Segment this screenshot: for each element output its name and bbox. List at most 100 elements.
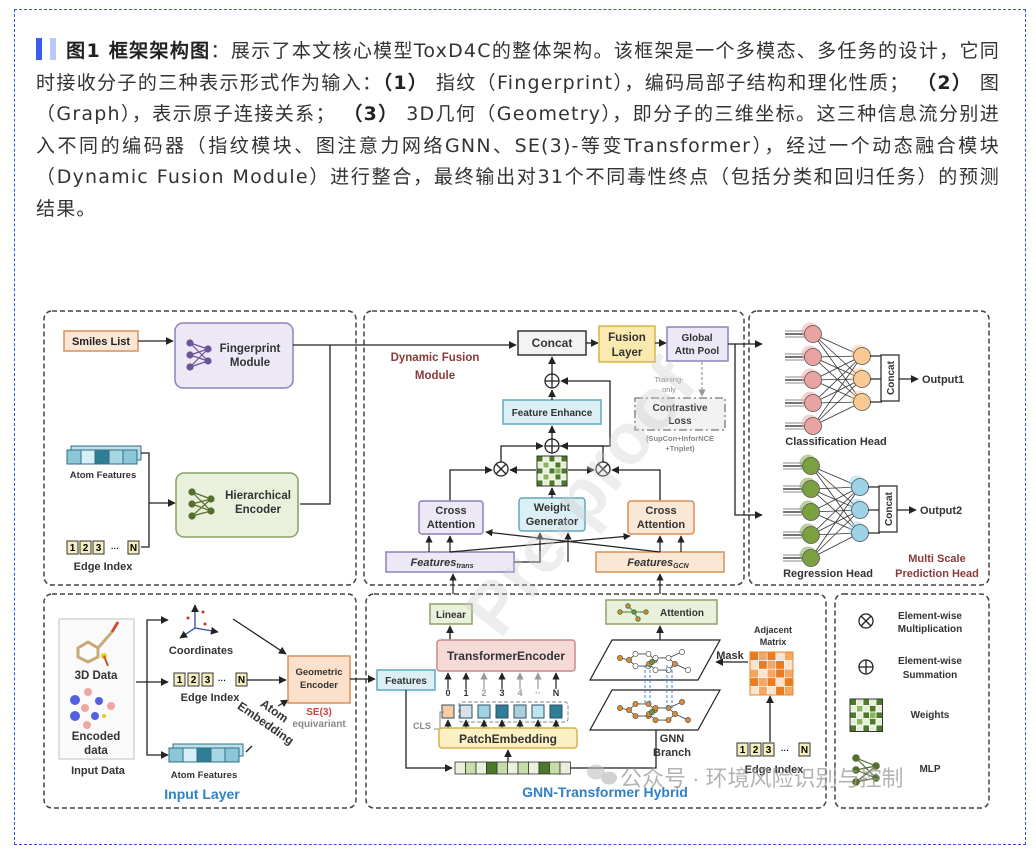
neuron [804,371,822,389]
svg-text:3: 3 [205,675,211,686]
caption-text-4: 3D几何（Geometry），即分子的三维坐标。这三种信息流分别进入不同的编码器… [36,103,1001,220]
svg-text:Featurestrans: Featurestrans [411,557,474,570]
features-box: Features [376,669,436,691]
patch-cell [559,761,571,775]
weight-cell [542,461,550,469]
svg-text:data: data [84,745,108,757]
concat-box: Concat [517,330,587,356]
legend-mlp-label: MLP [919,764,940,775]
connection [812,355,863,381]
atom [626,657,632,663]
atom [652,704,659,711]
input-data-label: Input Data [71,765,126,777]
atom-features-strip [66,445,142,465]
atom [652,717,659,724]
caption-num-3: （3） [343,103,399,125]
patch-cell [528,761,540,775]
caption-accent-bar-light [50,38,56,60]
patch-cell [496,761,508,775]
atom-features-strip-input [168,743,244,763]
svg-text:2: 2 [753,745,759,756]
legend-panel [834,593,990,809]
caption-text-2: 指纹（Fingerprint），编码局部子结构和理化性质； [435,71,910,94]
svg-text:Generator: Generator [526,516,579,528]
svg-text:TransformerEncoder: TransformerEncoder [447,649,565,663]
legend-mlp-icon [852,754,880,786]
svg-text:Loss: Loss [668,416,692,427]
atom [645,650,652,657]
weight-cell [849,718,857,726]
matrix-cell [758,677,768,687]
patch-cell [517,761,529,775]
patch-cell [465,761,477,775]
matrix-cell [766,668,777,679]
wechat-icon [587,764,617,785]
adjacent-matrix-label: Adjacent [754,625,792,635]
patch-cell [538,761,550,775]
mlp-icon [186,339,212,371]
neuron [802,503,820,521]
svg-text:···: ··· [111,544,119,553]
legend-weights-label: Weights [911,710,950,721]
svg-text:Features: Features [385,676,427,687]
weight-cell [849,698,857,706]
atom [632,713,639,720]
matrix-cell [784,651,794,661]
neuron [804,348,822,366]
neuron [802,480,820,498]
legend-sum-icon [858,659,874,675]
mlp-icon [188,488,215,520]
token [531,704,545,719]
atom [626,707,632,713]
weight-cell [875,718,883,726]
svg-text:Concat: Concat [886,360,897,395]
multiply-icon-right [595,461,611,477]
output1-label: Output1 [922,374,964,386]
svg-text:Multiplication: Multiplication [898,624,962,635]
patch-cell [486,761,498,775]
connection [810,486,861,536]
weight-grid-border [536,455,568,487]
neuron [851,524,869,542]
neuron [802,457,820,475]
svg-text:Concat: Concat [884,491,895,526]
neuron [853,393,871,411]
atom [672,661,678,667]
neuron [853,347,871,365]
svg-text:N: N [130,543,137,554]
matrix-cell [766,686,777,696]
caption-num-1: （1） [382,71,429,94]
svg-text:Attention: Attention [637,519,686,531]
regression-network [783,454,880,567]
weight-cell [856,724,864,732]
weight-cell [875,705,883,713]
input-layer-title: Input Layer [164,786,240,802]
svg-text:Global: Global [681,333,712,344]
svg-text:N: N [801,745,808,756]
head-panel-title: Multi Scale [908,553,965,565]
neuron [802,526,820,544]
hybrid-panel-title: GNN-Transformer Hybrid [522,784,688,800]
loss-terms-label: (SupCon+InforNCE [646,434,714,443]
svg-text:Attention: Attention [427,519,476,531]
weight-cell [875,711,883,719]
svg-text:1: 1 [70,543,76,554]
patch-embedding-box: PatchEmbedding [438,727,578,749]
token [459,704,473,719]
matrix-cell [775,686,785,696]
wechat-watermark: 公众号 · 环境风险识别与控制 [620,766,904,791]
fusion-panel-title: Dynamic Fusion [391,352,480,364]
concat-box-reg: Concat [878,485,898,533]
atom [652,654,659,661]
training-only-label: Training- [654,375,684,384]
atom [679,649,685,655]
coordinates-label: Coordinates [169,645,233,657]
output2-label: Output2 [920,505,962,517]
atom [652,667,659,674]
neuron [804,394,822,412]
svg-text:Attention: Attention [660,608,704,619]
head-panel [748,310,990,586]
connection [810,532,861,559]
graph-icon [617,603,649,622]
coordinates-axes-icon [179,604,219,639]
